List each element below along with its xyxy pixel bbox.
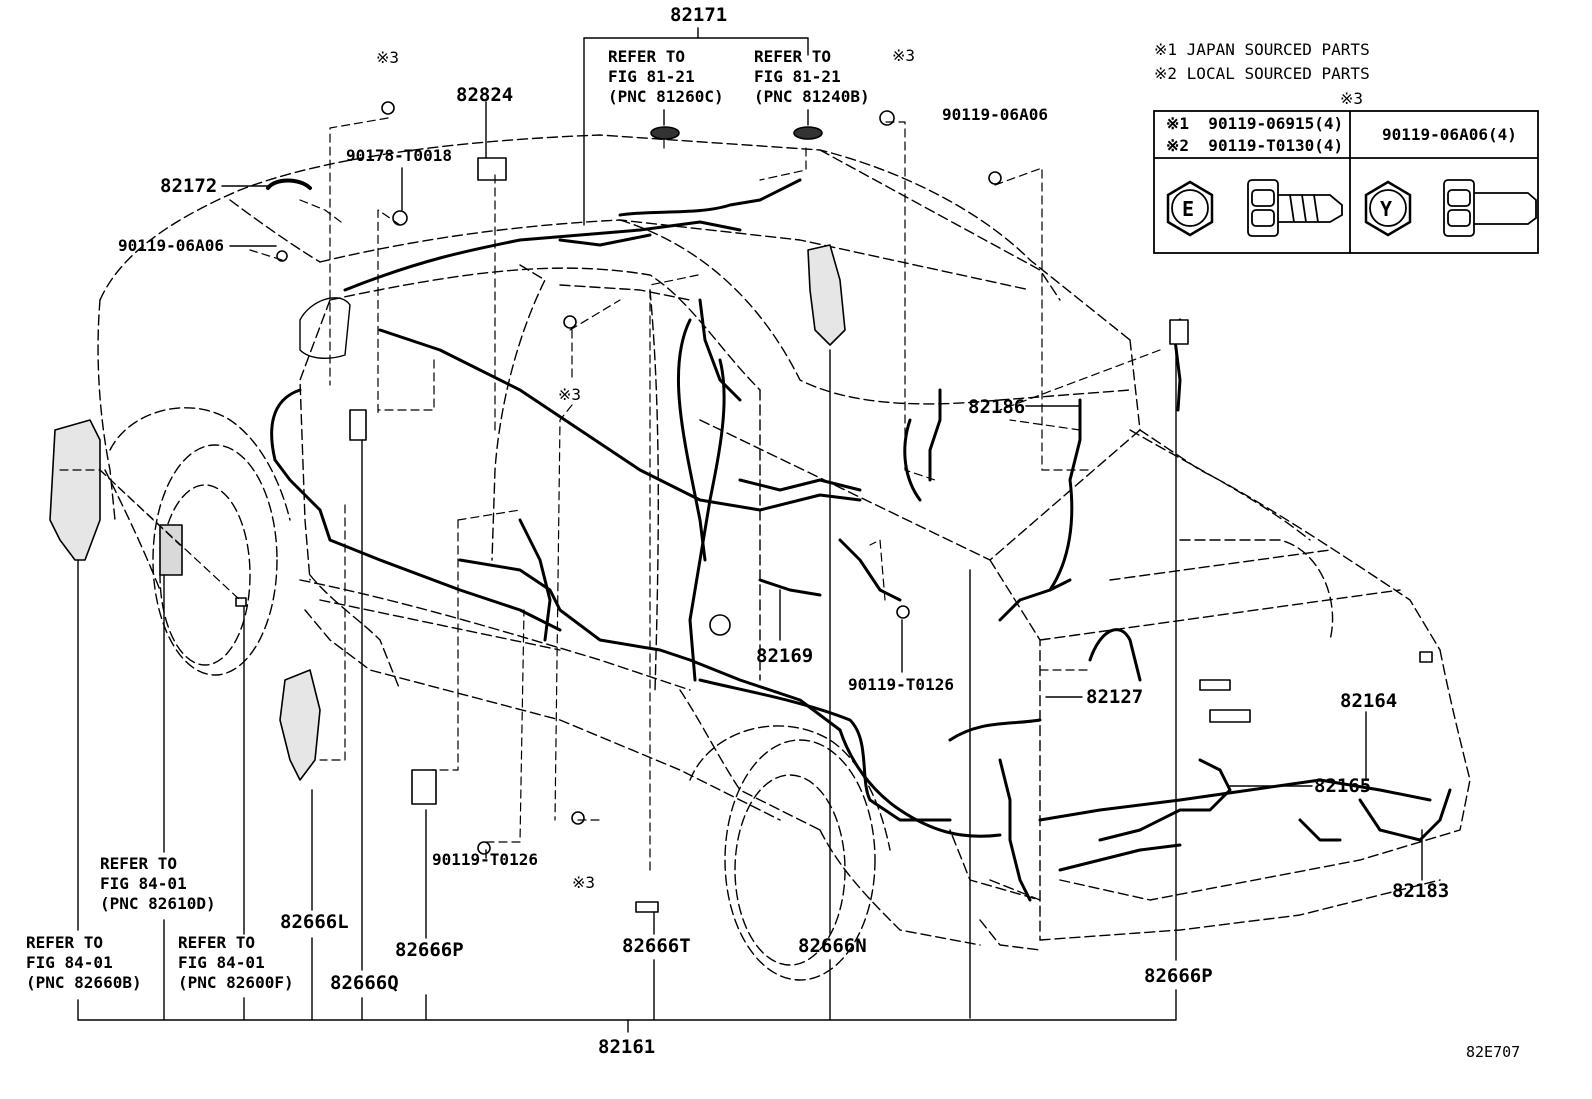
callout-82161: 82161: [598, 1036, 656, 1058]
legend-right-part: 90119-06A06(4): [1382, 125, 1517, 144]
legend-japan-sourced: ※1 JAPAN SOURCED PARTS: [1154, 40, 1370, 59]
mark-3-middle: ※3: [558, 385, 582, 404]
ref-82660b-line1: REFER TO: [26, 933, 104, 952]
legend-fastener-table: [1153, 110, 1539, 254]
ref-82600f-line2: FIG 84-01: [178, 953, 265, 972]
callout-82183: 82183: [1392, 880, 1450, 902]
callout-82186: 82186: [968, 396, 1026, 418]
callout-82171: 82171: [670, 4, 728, 26]
ref-82600f: REFER TO FIG 84-01 (PNC 82600F): [178, 933, 294, 993]
legend-icon-y-letter: Y: [1380, 197, 1393, 221]
ref-82610d-line2: FIG 84-01: [100, 874, 187, 893]
dashed-leaders: [59, 117, 1161, 871]
callout-90119-t0126-mid: 90119-T0126: [848, 675, 954, 694]
ref-81260c-line1: REFER TO: [608, 47, 686, 66]
callout-82666t: 82666T: [622, 935, 691, 957]
callout-82172: 82172: [160, 175, 218, 197]
ref-82660b-line2: FIG 84-01: [26, 953, 113, 972]
callout-82666p-left: 82666P: [395, 939, 464, 961]
bolt-icon-y: [1364, 179, 1537, 237]
ref-82660b: REFER TO FIG 84-01 (PNC 82660B): [26, 933, 142, 993]
ref-82660b-line3: (PNC 82660B): [26, 973, 142, 992]
ref-81240b-line2: FIG 81-21: [754, 67, 841, 86]
legend-row-japan: ※1 90119-06915(4): [1166, 114, 1344, 133]
ref-81240b: REFER TO FIG 81-21 (PNC 81240B): [754, 47, 870, 107]
callout-82165: 82165: [1314, 775, 1372, 797]
connectors: [49, 101, 1433, 913]
ref-82610d: REFER TO FIG 84-01 (PNC 82610D): [100, 854, 216, 914]
legend-row-local: ※2 90119-T0130(4): [1166, 136, 1344, 155]
callout-90119-t0126-low: 90119-T0126: [432, 850, 538, 869]
legend-local-sourced: ※2 LOCAL SOURCED PARTS: [1154, 64, 1370, 83]
mark-3-low: ※3: [572, 873, 596, 892]
leader-lines: [77, 27, 1423, 1033]
front-wheel: [109, 407, 291, 676]
vehicle-body-outline: [97, 134, 1471, 951]
callout-82127: 82127: [1086, 686, 1144, 708]
ref-81240b-line1: REFER TO: [754, 47, 832, 66]
legend-mark-3: ※3: [1340, 89, 1364, 108]
ref-82610d-line1: REFER TO: [100, 854, 178, 873]
ref-82600f-line3: (PNC 82600F): [178, 973, 294, 992]
callout-82169: 82169: [756, 645, 814, 667]
ref-81240b-line3: (PNC 81240B): [754, 87, 870, 106]
bolt-icon-e: [1166, 179, 1343, 237]
ref-81260c-line3: (PNC 81260C): [608, 87, 724, 106]
callout-82824: 82824: [456, 84, 514, 106]
callout-90178-t0018: 90178-T0018: [346, 146, 452, 165]
ref-81260c-line2: FIG 81-21: [608, 67, 695, 86]
mark-3-top-right: ※3: [892, 46, 916, 65]
callout-82164: 82164: [1340, 690, 1398, 712]
callout-90119-06a06-left: 90119-06A06: [118, 236, 224, 255]
ref-82600f-line1: REFER TO: [178, 933, 256, 952]
callout-82666n: 82666N: [798, 935, 867, 957]
callout-82666q: 82666Q: [330, 972, 399, 994]
side-mirror: [299, 297, 351, 359]
callout-82666p-right: 82666P: [1144, 965, 1213, 987]
callout-90119-06a06-top: 90119-06A06: [942, 105, 1048, 124]
ref-81260c: REFER TO FIG 81-21 (PNC 81260C): [608, 47, 724, 107]
ref-82610d-line3: (PNC 82610D): [100, 894, 216, 913]
callout-82666l: 82666L: [280, 911, 349, 933]
diagram-code: 82E707: [1466, 1043, 1521, 1061]
legend-icon-e-letter: E: [1182, 197, 1195, 221]
mark-3-top-left: ※3: [376, 48, 400, 67]
